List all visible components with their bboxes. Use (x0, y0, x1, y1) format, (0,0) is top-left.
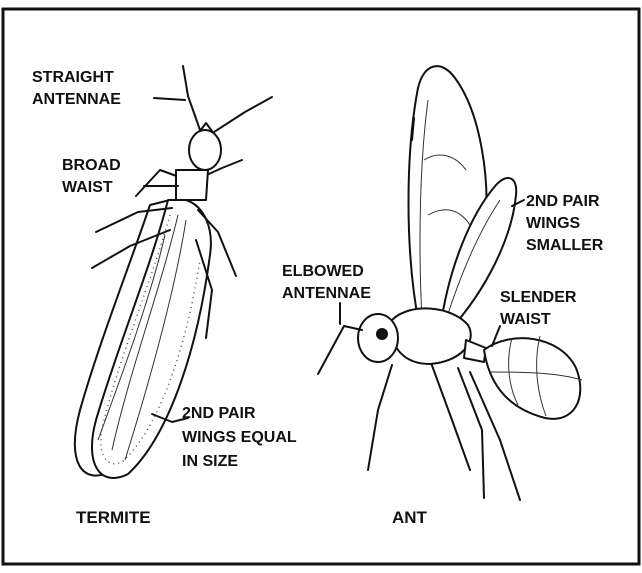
label-slender-line-1: SLENDER (500, 289, 577, 306)
termite-thorax (176, 170, 208, 200)
ant-eye (376, 328, 388, 340)
label-straight-line-1: STRAIGHT (32, 69, 114, 86)
label-straight-line-2: ANTENNAE (32, 91, 121, 108)
label-broad-line-2: WAIST (62, 179, 113, 196)
label-wings-equal-line-2: WINGS EQUAL (182, 429, 297, 446)
label-elbowed-line-2: ANTENNAE (282, 285, 371, 302)
label-wings-smaller-line-3: SMALLER (526, 237, 604, 254)
label-wings-equal-line-3: IN SIZE (182, 453, 238, 470)
label-slender-line-2: WAIST (500, 311, 551, 328)
label-broad-line-1: BROAD (62, 157, 121, 174)
caption-ant: ANT (392, 508, 428, 527)
label-wings-smaller-line-2: WINGS (526, 215, 581, 232)
label-wings-equal-line-1: 2ND PAIR (182, 405, 256, 422)
label-elbowed-line-1: ELBOWED (282, 263, 364, 280)
ant-thorax (391, 308, 470, 364)
label-wings-smaller-line-1: 2ND PAIR (526, 193, 600, 210)
termite-head (189, 130, 221, 170)
caption-termite: TERMITE (76, 508, 151, 527)
